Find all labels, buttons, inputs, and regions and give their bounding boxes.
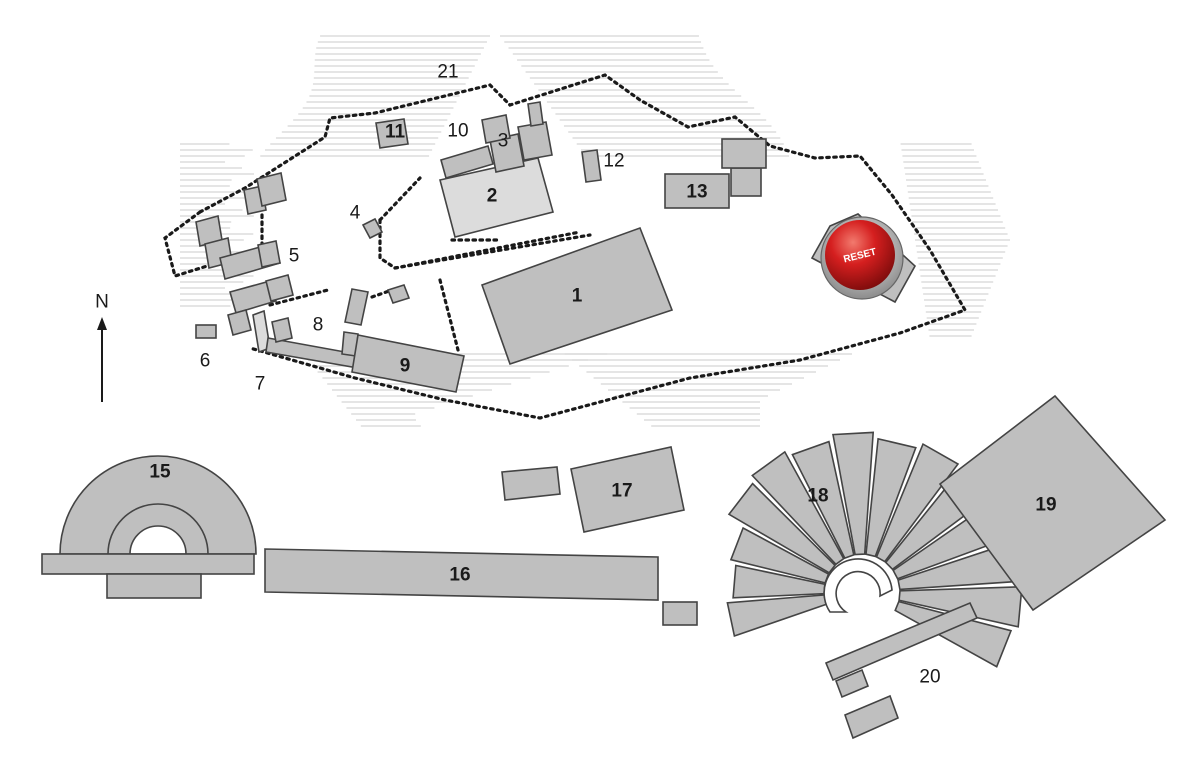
building-6[interactable] (195, 324, 217, 339)
label-17: 17 (611, 481, 632, 502)
building-13-north[interactable] (721, 138, 767, 169)
theatre-seating-wedge[interactable] (875, 442, 960, 563)
north-arrow: N (95, 292, 109, 402)
label-21: 21 (437, 62, 458, 83)
wall-segment-inner-4 (438, 278, 460, 352)
label-5: 5 (289, 246, 300, 267)
wall-segment-inner-6 (268, 288, 330, 307)
building-4[interactable] (361, 217, 384, 240)
label-3: 3 (498, 131, 509, 152)
wall-segment-west (163, 210, 222, 279)
building-10[interactable] (440, 145, 494, 179)
building-5e[interactable] (256, 172, 287, 207)
building-20[interactable] (824, 601, 979, 682)
building-13-annex[interactable] (730, 167, 762, 197)
acropolis-wall (198, 73, 968, 420)
theatre-orchestra (823, 558, 893, 613)
building-9[interactable] (351, 334, 465, 393)
label-10: 10 (447, 121, 468, 142)
building-19[interactable] (938, 394, 1167, 612)
theatre-seating-wedge[interactable] (791, 440, 855, 560)
label-8: 8 (313, 315, 324, 336)
label-13: 13 (686, 182, 707, 203)
label-15: 15 (149, 462, 171, 483)
building-5h[interactable] (227, 309, 252, 336)
building-5i[interactable] (257, 240, 281, 268)
building-11[interactable] (375, 118, 409, 149)
building-5f[interactable] (229, 280, 277, 314)
label-20: 20 (919, 667, 940, 688)
label-19: 19 (1035, 495, 1056, 516)
building-1[interactable] (480, 226, 674, 366)
label-16: 16 (449, 565, 470, 586)
label-11: 11 (385, 122, 406, 143)
label-6: 6 (200, 351, 211, 372)
building-15-odeon[interactable] (41, 455, 257, 599)
wall-segment-inner-2 (378, 176, 422, 222)
building-20-annex[interactable] (834, 668, 870, 699)
building-12[interactable] (581, 149, 602, 183)
theatre-seating-wedge[interactable] (727, 482, 837, 574)
building-20-block[interactable] (843, 694, 900, 740)
theatre-seating-wedge[interactable] (751, 450, 845, 566)
building-16-annex[interactable] (662, 601, 698, 626)
wall-segment-inner-1 (378, 218, 592, 270)
building-13[interactable] (664, 173, 730, 209)
label-2: 2 (487, 186, 498, 207)
building-16[interactable] (264, 548, 659, 601)
label-7: 7 (255, 374, 266, 395)
theatre-seating-wedge[interactable] (865, 437, 917, 558)
label-9: 9 (400, 356, 411, 377)
building-8[interactable] (344, 288, 369, 326)
building-7-block[interactable] (271, 317, 293, 343)
north-label: N (95, 292, 109, 313)
building-3-north[interactable] (481, 114, 511, 144)
wall-segment-inner-3 (393, 230, 582, 270)
theatre-seating-wedge[interactable] (894, 600, 1013, 668)
label-1: 1 (572, 286, 583, 307)
label-4: 4 (350, 203, 361, 224)
building-17-annex[interactable] (501, 466, 561, 501)
building-3-porch[interactable] (527, 101, 544, 127)
label-12: 12 (603, 151, 624, 172)
building-17[interactable] (570, 446, 685, 533)
theatre-seating-wedge[interactable] (726, 594, 828, 638)
building-9-small[interactable] (386, 284, 411, 304)
label-18: 18 (807, 486, 828, 507)
reset-button[interactable]: RESET (810, 213, 917, 304)
building-3-annex[interactable] (517, 121, 553, 161)
theatre-seating-wedge[interactable] (832, 431, 875, 556)
building-5g[interactable] (265, 274, 294, 302)
